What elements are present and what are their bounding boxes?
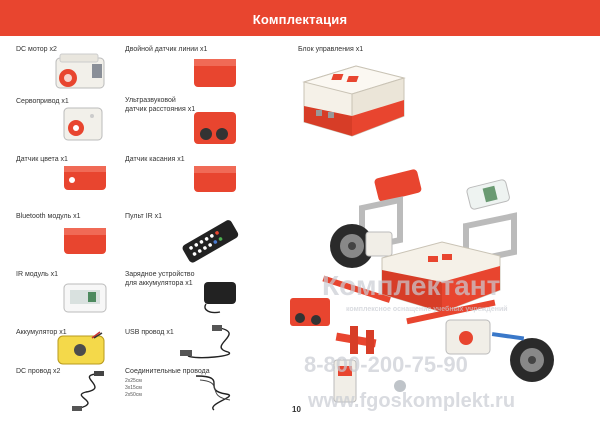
label-control-block: Блок управления x1 (298, 46, 364, 53)
page-title: Комплектация (252, 12, 348, 27)
label-usb-cable: USB провод x1 (125, 329, 174, 336)
watermark-tagline: комплексное оснащение учебных учреждений (346, 306, 508, 313)
label-line-sensor: Двойной датчик линии x1 (125, 46, 208, 53)
label-charger-2: для аккумулятора x1 (125, 280, 193, 287)
usb-cable-image (180, 325, 231, 359)
charger-image (204, 282, 236, 314)
color-sensor-image (64, 166, 106, 190)
servo-image (63, 107, 103, 141)
wires-image (195, 375, 231, 411)
ir-remote-image (182, 220, 239, 263)
watermark-phone: 8-800-200-75-90 (304, 352, 468, 377)
label-touch-sensor: Датчик касания x1 (125, 156, 185, 163)
label-wires: Соединительные провода (125, 368, 210, 375)
label-ir-remote: Пульт IR x1 (125, 213, 163, 220)
label-bluetooth: Bluetooth модуль x1 (16, 213, 81, 220)
dc-motor-image (55, 53, 105, 89)
touch-sensor-image (194, 166, 236, 192)
wire-size-3: 2x50см (125, 392, 142, 398)
wire-size-1: 2x25см (125, 378, 142, 384)
label-battery: Аккумулятор x1 (16, 329, 67, 336)
header-banner (0, 0, 600, 36)
ir-module-image (63, 283, 107, 313)
line-sensor-image (194, 59, 236, 87)
watermark-name: Комплектант (322, 270, 501, 301)
bluetooth-module-image (64, 228, 106, 254)
ultrasonic-sensor-image (194, 112, 236, 144)
page-number: 10 (292, 405, 301, 414)
robot-assembly-image (290, 169, 554, 403)
control-block-image (302, 65, 406, 137)
watermark-site: www.fgoskomplekt.ru (308, 390, 516, 412)
label-charger-1: Зарядное устройство (125, 271, 195, 278)
dc-cable-image (72, 371, 104, 411)
label-ultrasonic-1: Ультразвуковой (125, 97, 176, 104)
battery-image (57, 331, 105, 365)
label-dc-motor: DC мотор x2 (16, 46, 57, 53)
wire-size-2: 3x15см (125, 385, 142, 391)
label-color-sensor: Датчик цвета x1 (16, 156, 68, 163)
label-dc-cable: DC провод x2 (16, 368, 61, 375)
label-ir-module: IR модуль x1 (16, 271, 58, 278)
label-servo: Сервопривод x1 (16, 98, 69, 105)
label-ultrasonic-2: датчик расстояния x1 (125, 106, 196, 113)
